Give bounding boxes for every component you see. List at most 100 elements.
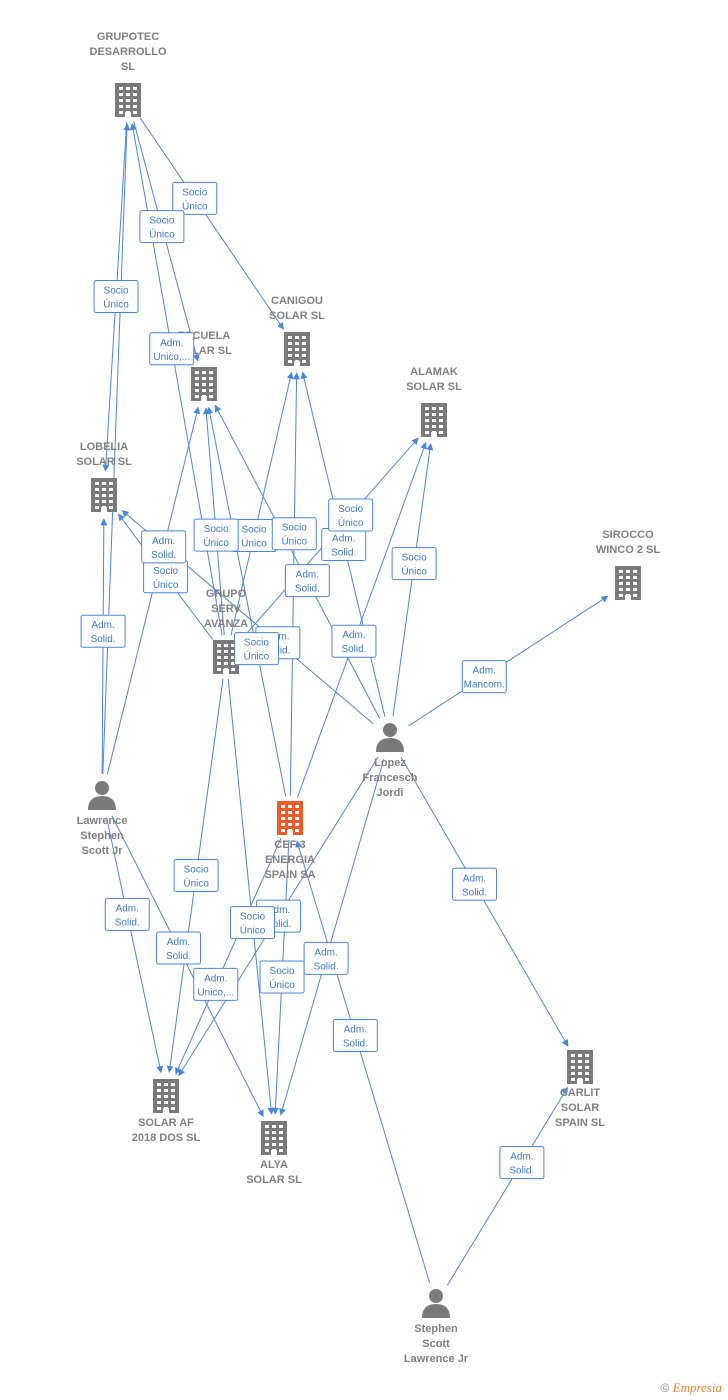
edge-label-text: Socio <box>338 504 363 515</box>
node-label: SERV <box>211 603 241 615</box>
edge-label-text: Solid. <box>266 919 291 930</box>
edge-label-text: Adm. <box>160 338 183 349</box>
node-label: SPAIN SA <box>264 869 315 881</box>
edge-label-text: Socio <box>244 638 269 649</box>
edge-label-text: Socio <box>204 524 229 535</box>
edge-label-text: Socio <box>182 187 207 198</box>
node-label: SL <box>121 61 135 73</box>
edge-lopez-escuela <box>214 404 381 719</box>
edge-label-text: Socio <box>240 912 265 923</box>
node-label: SOLAR SL <box>246 1174 302 1186</box>
node-label: 2018 DOS SL <box>132 1132 201 1144</box>
edge-label[interactable]: Adm.Solid. <box>284 564 330 598</box>
edge-label[interactable]: Adm.Solid. <box>451 867 497 901</box>
edge-label[interactable]: Adm. Solid. <box>155 931 201 965</box>
edge-label-text: Socio <box>153 566 178 577</box>
edge-label-text: Adm. <box>167 937 190 948</box>
company-building-icon <box>261 1121 287 1155</box>
node-alya[interactable]: ALYA SOLAR SL <box>246 1121 302 1186</box>
edge-label[interactable]: Adm.Mancom. <box>461 660 507 694</box>
edge-label-box <box>149 332 195 366</box>
edge-label[interactable]: Adm.Unico,... <box>149 332 195 366</box>
person-icon <box>422 1289 450 1318</box>
edge-label[interactable]: Adm.Solid. <box>332 1018 378 1052</box>
edge-label-text: Solid. <box>341 644 366 655</box>
edge-label-text: Adm. <box>152 536 175 547</box>
edge-label-box <box>141 530 187 564</box>
edge-label-box <box>230 906 276 940</box>
node-solaraf[interactable]: SOLAR AF 2018 DOS SL <box>132 1079 201 1144</box>
node-label: WINCO 2 SL <box>596 544 660 556</box>
edge-label-text: Socio <box>149 216 174 227</box>
edge-label[interactable]: Adm.Solid. <box>80 614 126 648</box>
edge-cef3-escuela <box>206 406 287 797</box>
node-label: Lawrence Jr <box>404 1353 469 1365</box>
edge-label-text: Socio <box>402 553 427 564</box>
edge-label[interactable]: Adm.Solid. <box>104 897 150 931</box>
edge-label-box <box>173 859 219 893</box>
edge-label[interactable]: Adm.Solid. <box>141 530 187 564</box>
edge-label-text: Solid. <box>331 547 356 558</box>
edge-label-text: Único <box>244 650 270 663</box>
edge-grupo_serv-alya <box>227 678 275 1115</box>
edge-label-box <box>271 517 317 551</box>
edge-label-text: Único <box>281 535 307 548</box>
main-company-building-icon <box>277 801 303 835</box>
edge-label-text: Solid. <box>166 951 191 962</box>
edge-label[interactable]: Adm.Unico,... <box>193 967 239 1001</box>
edge-label-text: Único <box>338 516 364 529</box>
edge-label-box <box>104 897 150 931</box>
edge-label-text: Adm. <box>473 666 496 677</box>
edge-label-text: Único <box>203 536 229 549</box>
edge-label[interactable]: Adm.Solid. <box>303 941 349 975</box>
company-building-icon <box>153 1079 179 1113</box>
edge-label-text: Adm. <box>342 630 365 641</box>
edge-label-box <box>259 960 305 994</box>
node-label: ALYA <box>260 1159 288 1171</box>
edge-label-text: Socio <box>241 525 266 536</box>
copyright-symbol: © <box>660 1381 670 1395</box>
node-label: SPAIN SL <box>555 1117 605 1129</box>
edge-label-text: Único <box>269 978 295 991</box>
edge-label-box <box>451 867 497 901</box>
edge-label[interactable]: Adm. Solid. <box>321 527 367 561</box>
edge-label-text: Solid. <box>509 1166 534 1177</box>
node-label: CEF 3 <box>274 839 305 851</box>
edge-label[interactable]: Adm.Solid. <box>499 1146 545 1180</box>
edge-lopez-sirocco <box>408 595 609 727</box>
node-label: GRUPOTEC <box>97 31 159 43</box>
edge-label[interactable]: Adm. Solid. <box>331 624 377 658</box>
node-label: SOLAR AF <box>138 1117 194 1129</box>
edge-label-box <box>93 280 139 314</box>
edge-label-box <box>303 941 349 975</box>
edge-label-text: Adm. <box>463 873 486 884</box>
node-label: GRUPO <box>206 588 247 600</box>
edge-label-text: Socio <box>270 966 295 977</box>
node-label: Stephen <box>80 830 124 842</box>
edge-label-text: Adm. <box>332 533 355 544</box>
